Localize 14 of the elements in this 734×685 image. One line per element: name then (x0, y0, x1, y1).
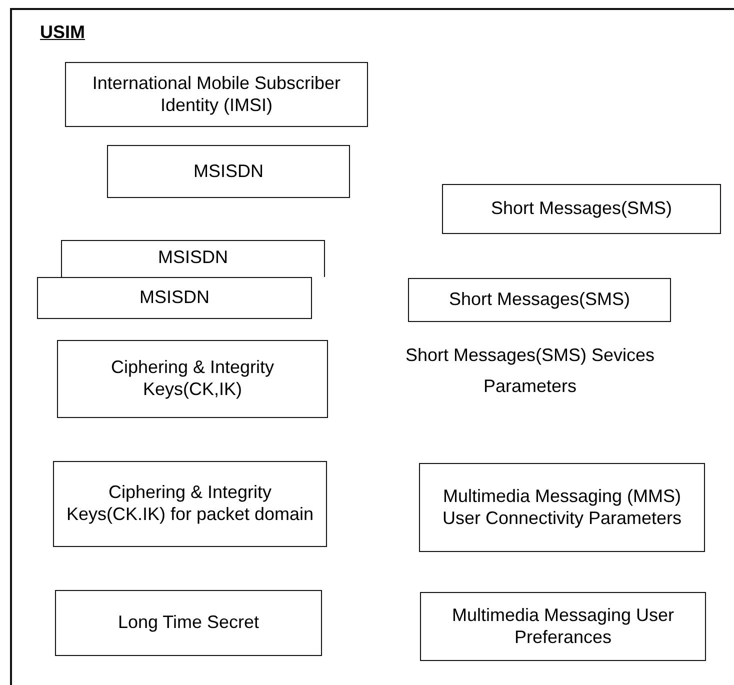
text-box: International Mobile Subscriber Identity (IMSI) (65, 62, 368, 127)
text-box: Short Messages(SMS) (442, 184, 721, 234)
text-box: Long Time Secret (55, 590, 322, 656)
text-box: Multimedia Messaging (MMS) User Connectivity Parameters (419, 463, 705, 552)
text-box: Ciphering & Integrity Keys(CK,IK) (57, 340, 328, 418)
text-box: Multimedia Messaging User Preferances (420, 592, 706, 661)
container-title: USIM (40, 22, 85, 43)
text-box: Short Messages(SMS) (408, 278, 671, 322)
container-box (10, 8, 734, 685)
note-text: Short Messages(SMS) Sevices Parameters (404, 344, 656, 398)
text-box: Ciphering & Integrity Keys(CK.IK) for packet domain (53, 461, 327, 547)
text-box: MSISDN (107, 145, 350, 198)
text-box: MSISDN (37, 277, 312, 319)
text-box: MSISDN (61, 240, 325, 277)
